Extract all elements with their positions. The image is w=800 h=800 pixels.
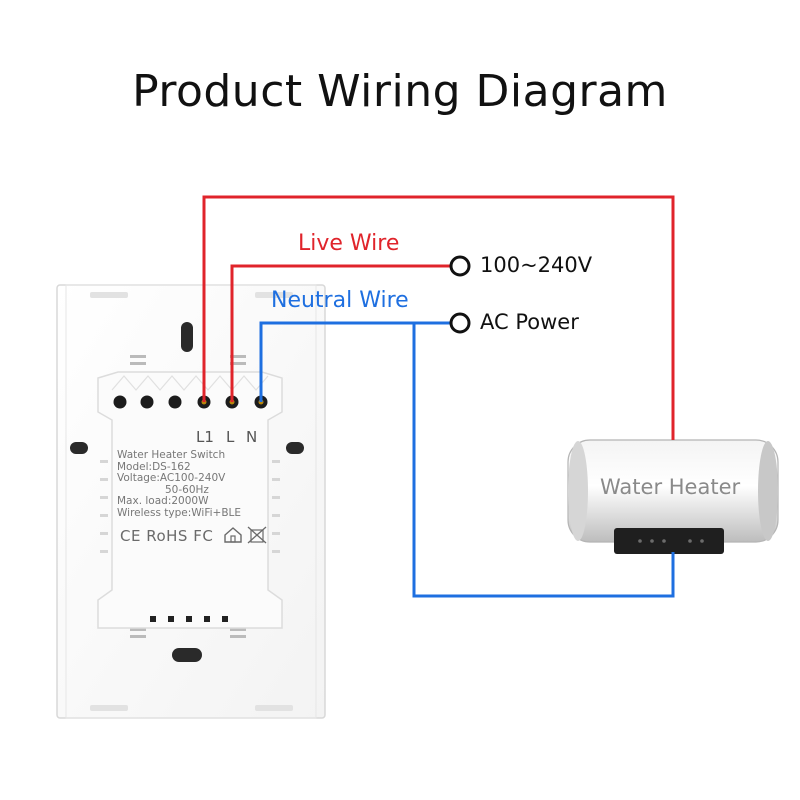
live-wire: [202, 195, 675, 440]
spec-line: 50-60Hz: [165, 483, 209, 496]
neutral-wire: [259, 321, 675, 598]
spec-line: Max. load:2000W: [117, 495, 209, 507]
spec-line: Model:DS-162: [117, 460, 191, 473]
power-terminals: [449, 255, 471, 334]
home-weee-icon: [223, 526, 267, 544]
water-heater: [567, 439, 779, 554]
terminal-label-n: N: [246, 428, 258, 446]
terminal-label-l1: L1: [196, 428, 214, 446]
switch-module: [97, 371, 283, 629]
switch-spec-label: Water Heater Switch Model:DS-162 Voltage…: [117, 449, 267, 519]
voltage-label: 100~240V: [480, 253, 593, 277]
neutral-wire-label: Neutral Wire: [271, 288, 409, 313]
spec-line: Water Heater Switch: [117, 449, 226, 461]
spec-line: Voltage:AC100-240V: [117, 472, 226, 484]
spec-line: Wireless type:WiFi+BLE: [117, 506, 242, 519]
water-heater-label: Water Heater: [600, 475, 741, 499]
diagram-title: Product Wiring Diagram: [132, 66, 668, 117]
certification-text: CE RoHS FC: [120, 527, 214, 545]
ac-power-label: AC Power: [480, 310, 579, 334]
certification-marks: CE RoHS FC: [120, 526, 271, 545]
live-wire-label: Live Wire: [298, 231, 400, 256]
terminal-label-l: L: [226, 428, 235, 446]
